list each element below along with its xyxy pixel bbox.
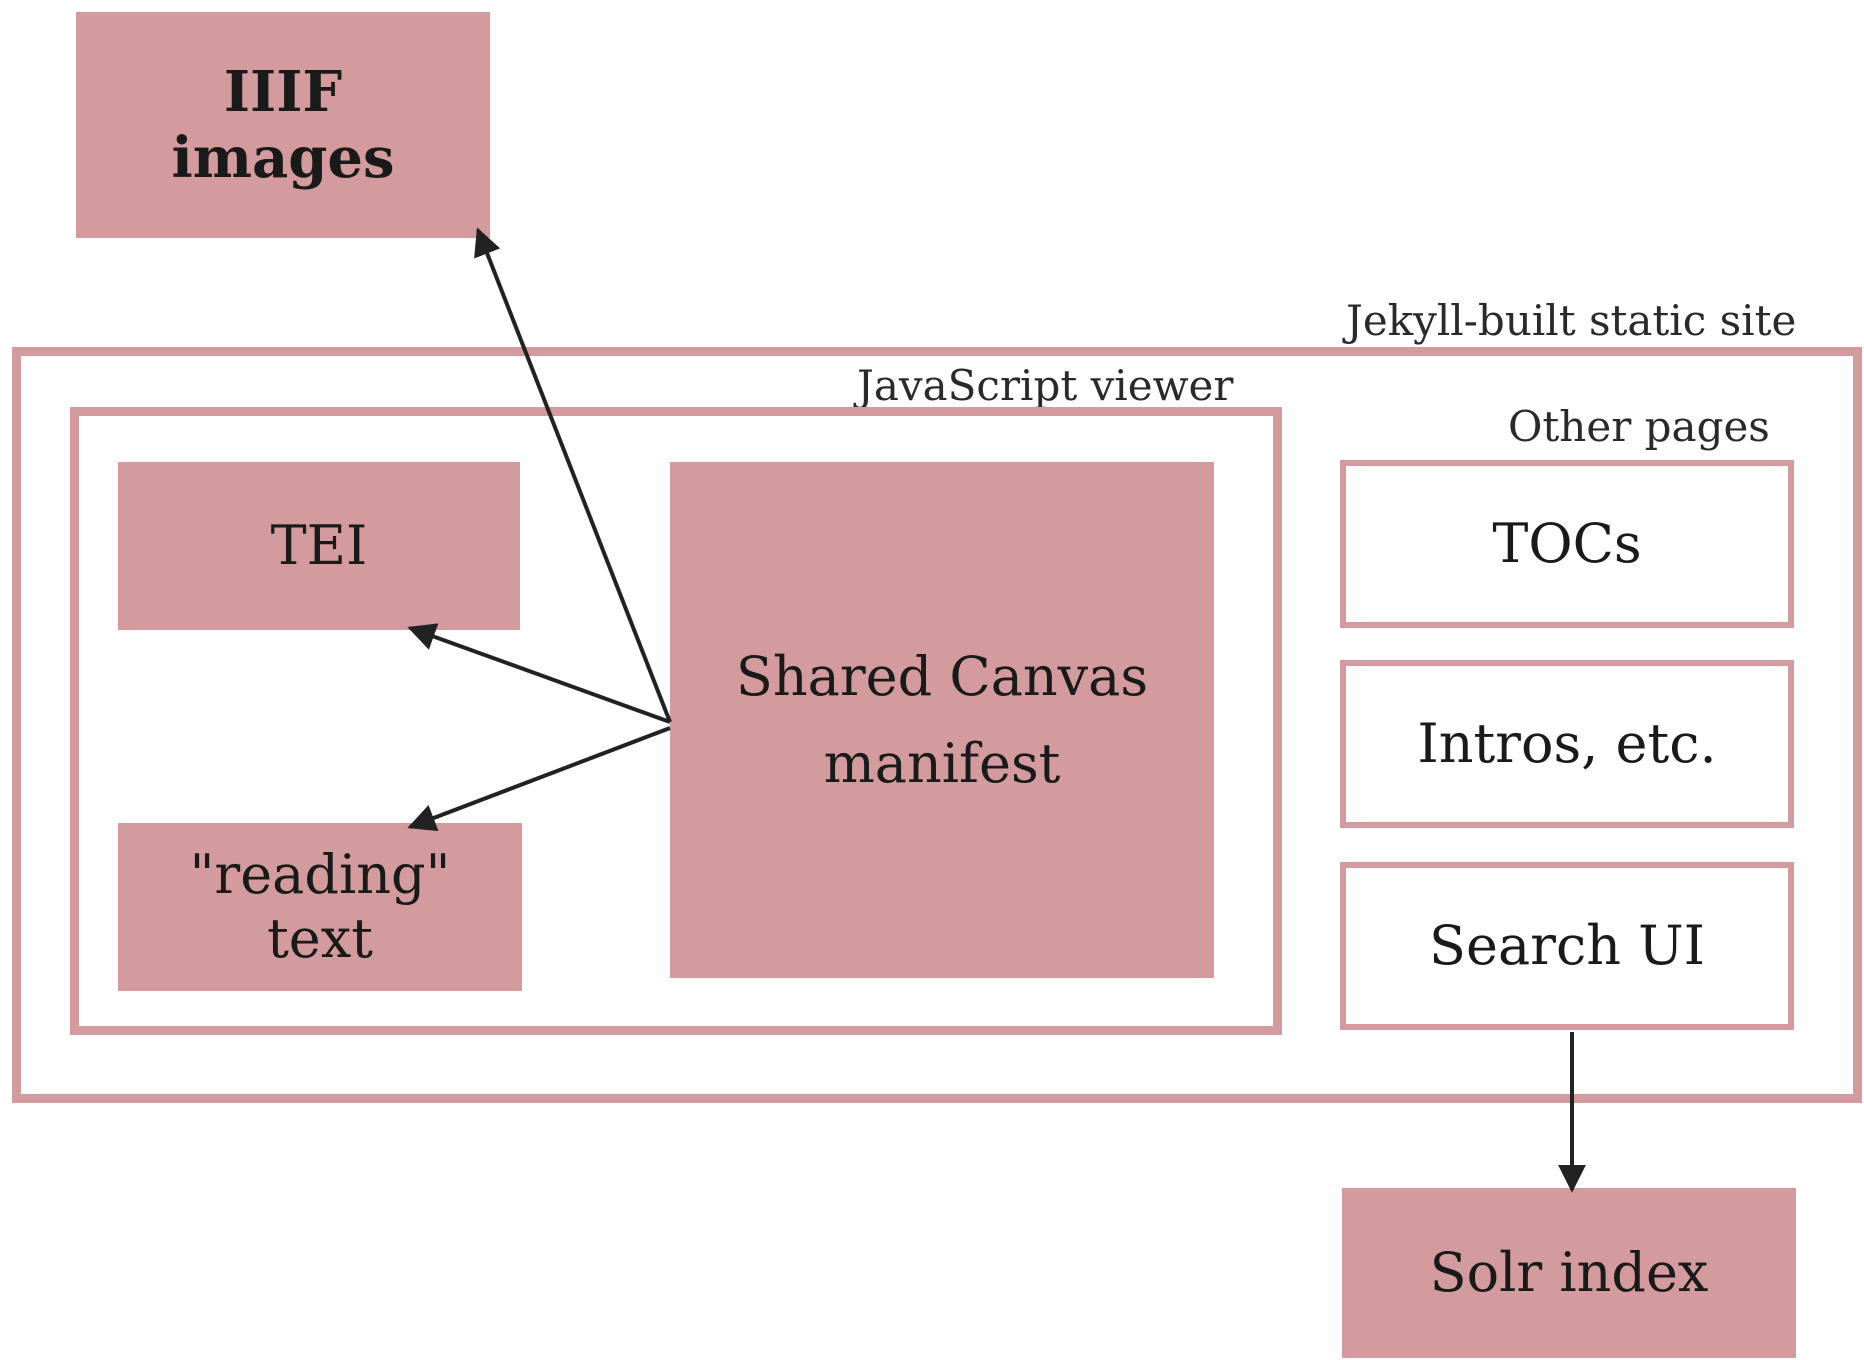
- solr-index-label: Solr index: [1429, 1241, 1709, 1305]
- javascript-viewer-label: JavaScript viewer: [857, 361, 1234, 410]
- iiif-images-label: IIIF images: [171, 58, 395, 191]
- search-ui-label: Search UI: [1429, 914, 1705, 978]
- other-pages-label: Other pages: [1508, 402, 1770, 451]
- iiif-images-node: IIIF images: [76, 12, 490, 238]
- intros-label: Intros, etc.: [1417, 712, 1717, 776]
- javascript-viewer-container: [70, 407, 1282, 1035]
- solr-index-node: Solr index: [1342, 1188, 1796, 1358]
- jekyll-site-label: Jekyll-built static site: [1346, 296, 1797, 345]
- jekyll-site-container: [12, 347, 1862, 1103]
- tei-label: TEI: [270, 514, 368, 578]
- shared-canvas-manifest-label: Shared Canvas manifest: [735, 644, 1149, 795]
- tei-node: TEI: [118, 462, 520, 630]
- shared-canvas-manifest-node: Shared Canvas manifest: [670, 462, 1214, 978]
- tocs-label: TOCs: [1492, 512, 1642, 576]
- search-ui-node: Search UI: [1340, 862, 1794, 1030]
- reading-text-node: "reading" text: [118, 823, 522, 991]
- reading-text-label: "reading" text: [189, 843, 451, 970]
- tocs-node: TOCs: [1340, 460, 1794, 628]
- intros-node: Intros, etc.: [1340, 660, 1794, 828]
